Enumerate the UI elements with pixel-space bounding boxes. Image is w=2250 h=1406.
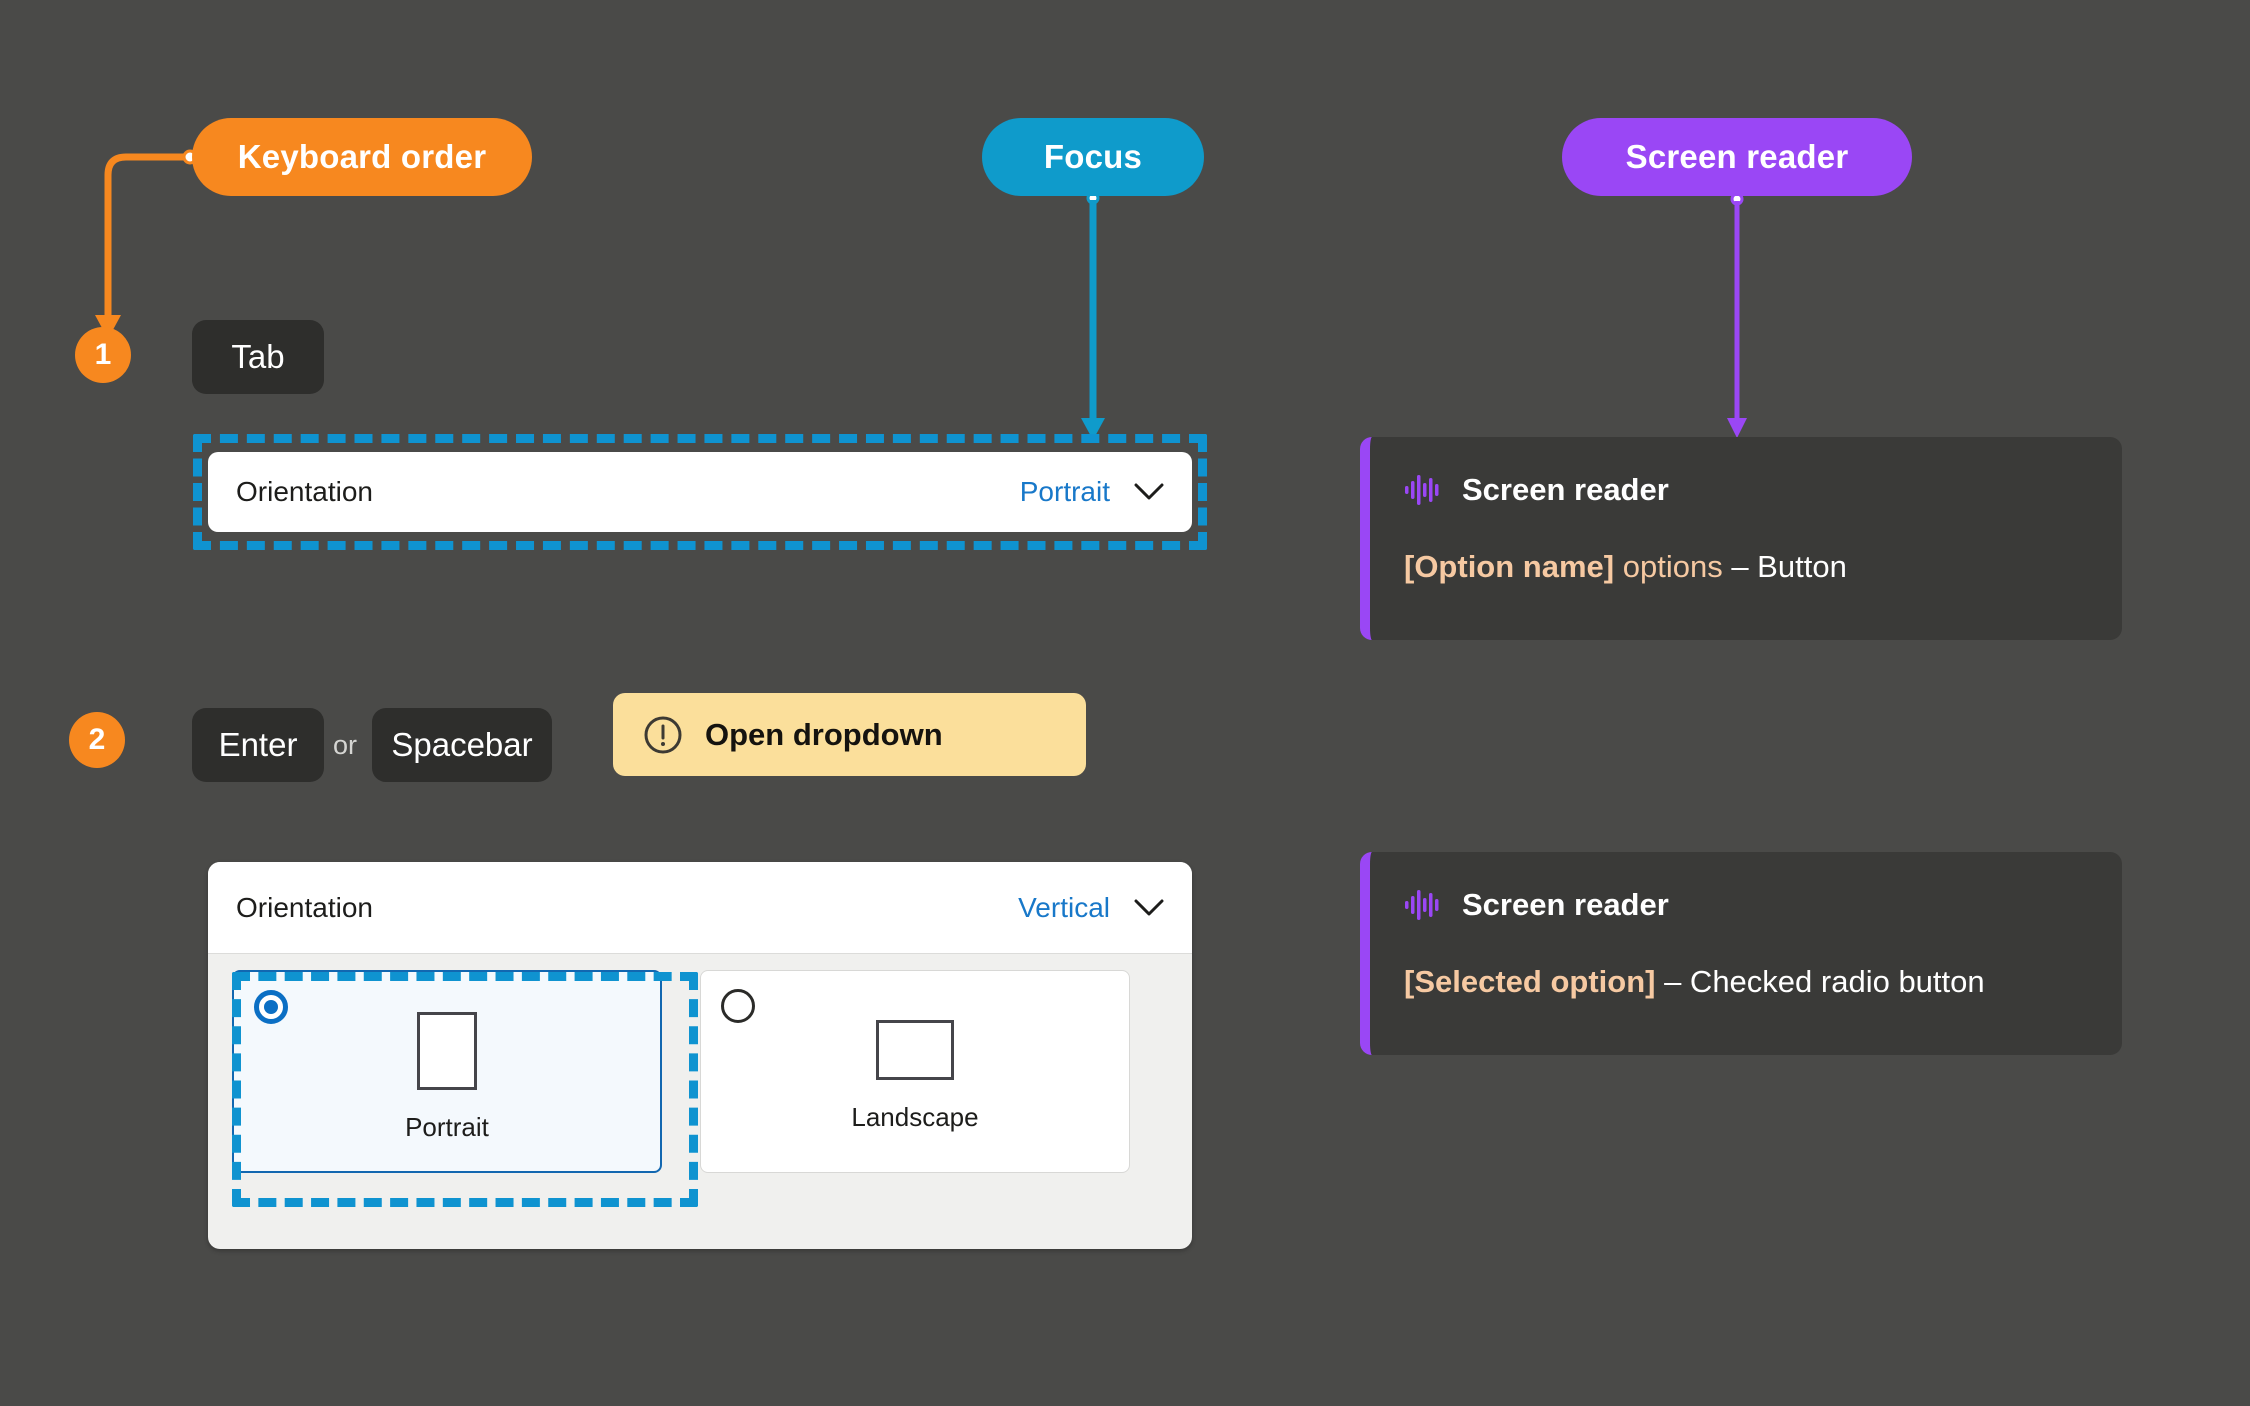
- step-number-2: 2: [69, 712, 125, 768]
- key-conjunction-or: or: [333, 730, 358, 760]
- screen-reader-panel-2: Screen reader [Selected option] – Checke…: [1360, 852, 2122, 1055]
- step-number-1: 1: [75, 327, 131, 383]
- orientation-dropdown-value: Vertical: [1018, 891, 1110, 923]
- legend-screen-reader-label: Screen reader: [1625, 138, 1849, 175]
- sr-1-message-strong: [Option name]: [1404, 549, 1615, 584]
- screen-reader-panel-1-header: Screen reader: [1404, 471, 2082, 509]
- orientation-select-closed[interactable]: Orientation Portrait: [208, 452, 1192, 532]
- sr-1-message-soft: options: [1622, 549, 1723, 584]
- step-1-number-label: 1: [94, 338, 112, 371]
- legend-pill-keyboard-order: Keyboard order: [192, 118, 532, 196]
- screen-reader-panel-1-message: [Option name] options – Button: [1404, 549, 2082, 585]
- legend-keyboard-order-label: Keyboard order: [237, 138, 487, 175]
- option-card-landscape[interactable]: Landscape: [700, 970, 1130, 1173]
- key-spacebar-label: Spacebar: [391, 726, 533, 763]
- screen-reader-panel-2-header: Screen reader: [1404, 886, 2082, 924]
- screen-reader-panel-1-title: Screen reader: [1462, 472, 1669, 507]
- sr-2-message-strong: [Selected option]: [1404, 964, 1656, 999]
- orientation-dropdown-header[interactable]: Orientation Vertical: [208, 862, 1192, 954]
- orientation-select-label: Orientation: [236, 476, 373, 507]
- radio-portrait[interactable]: [254, 990, 288, 1024]
- document-portrait-icon: [417, 1012, 477, 1090]
- screen-reader-panel-2-message: [Selected option] – Checked radio button: [1404, 964, 2082, 1000]
- key-tab-label: Tab: [231, 338, 285, 375]
- key-enter[interactable]: Enter: [192, 708, 324, 782]
- sound-wave-icon: [1405, 475, 1439, 505]
- callout-open-dropdown-label: Open dropdown: [705, 716, 943, 752]
- sr-1-message-rest: – Button: [1731, 549, 1847, 584]
- orientation-select-value-group: Portrait: [1020, 476, 1164, 508]
- legend-focus-label: Focus: [1043, 138, 1143, 175]
- chevron-down-icon: [1134, 899, 1164, 915]
- key-spacebar[interactable]: Spacebar: [372, 708, 552, 782]
- screen-reader-panel-2-title: Screen reader: [1462, 887, 1669, 922]
- sound-wave-icon: [1405, 890, 1439, 920]
- orientation-dropdown-open: Orientation Vertical Portrait Landscape: [208, 862, 1192, 1249]
- orientation-dropdown-label: Orientation: [236, 891, 373, 923]
- key-tab[interactable]: Tab: [192, 320, 324, 394]
- orientation-options-list: Portrait Landscape: [208, 954, 1192, 1249]
- sr-2-message-rest: – Checked radio button: [1664, 964, 1985, 999]
- key-enter-label: Enter: [218, 726, 298, 763]
- option-portrait-label: Portrait: [405, 1112, 489, 1142]
- screen-reader-panel-1: Screen reader [Option name] options – Bu…: [1360, 437, 2122, 640]
- orientation-dropdown-value-group: Vertical: [1018, 892, 1164, 924]
- option-landscape-label: Landscape: [851, 1102, 979, 1132]
- option-card-portrait[interactable]: Portrait: [232, 970, 662, 1173]
- focus-ring-select: [193, 434, 1207, 550]
- step-2-number-label: 2: [88, 723, 106, 756]
- legend-pill-screen-reader: Screen reader: [1562, 118, 1912, 196]
- callout-open-dropdown: Open dropdown: [613, 693, 1086, 776]
- alert-circle-icon: [644, 716, 682, 753]
- radio-landscape[interactable]: [721, 989, 755, 1023]
- legend-pill-focus: Focus: [982, 118, 1204, 196]
- chevron-down-icon: [1134, 483, 1164, 500]
- orientation-select-value: Portrait: [1019, 476, 1110, 507]
- focus-ring-portrait-option: [232, 972, 698, 1207]
- document-landscape-icon: [876, 1020, 954, 1080]
